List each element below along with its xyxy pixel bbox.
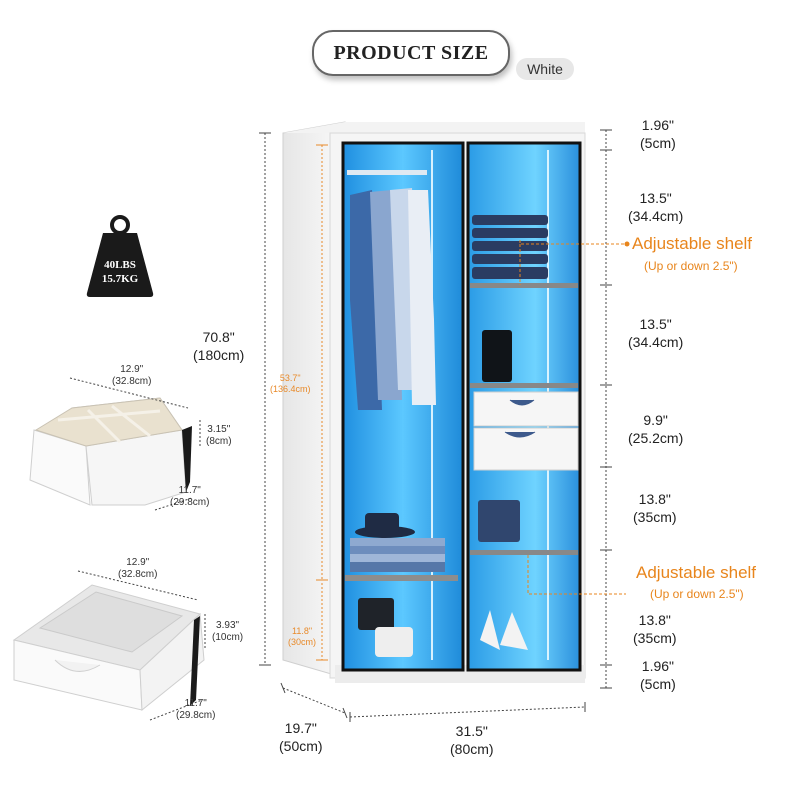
drawer-top-depth-label: 11.7" (29.8cm) [170,485,210,508]
page-title: PRODUCT SIZE [333,41,489,64]
adjustable-shelf-top-label: Adjustable shelf [632,234,753,253]
section-5-label: 13.8" (35cm) [633,491,677,525]
adjustable-shelf-bottom-note: (Up or down 2.5") [650,587,744,601]
total-height-label: 70.8" (180cm) [193,329,245,363]
section-4-label: 9.9" (25.2cm) [628,412,684,446]
drawer-top-illustration [29,397,192,506]
drawer-bottom-depth-label: 11.7" (29.8cm) [176,698,216,721]
section-3-label: 13.5" (34.4cm) [628,316,684,350]
drawer-bottom-width-label: 12.9" (32.8cm) [118,557,158,580]
width-label: 31.5" (80cm) [450,723,494,757]
lower-compartment-height-label: 11.8" (30cm) [288,626,317,647]
drawer-top-width-label: 12.9" (32.8cm) [112,364,152,387]
weight-icon: 40LBS 15.7KG [75,215,165,300]
section-6-label: 13.8" (35cm) [633,612,677,646]
title-badge: PRODUCT SIZE [312,30,510,76]
adjustable-shelf-top-note: (Up or down 2.5") [644,259,738,273]
drawer-bottom-illustration [12,584,205,712]
adjustable-shelf-bottom-label: Adjustable shelf [636,563,757,582]
section-7-label: 1.96" (5cm) [640,658,676,692]
upper-compartment-height-label: 53.7" (136.4cm) [270,373,311,394]
color-option-badge[interactable]: White [516,58,574,80]
depth-label: 19.7" (50cm) [279,720,323,754]
drawer-bottom-height-label: 3.93" (10cm) [212,620,244,643]
weight-kg: 15.7KG [101,273,139,285]
section-1-label: 1.96" (5cm) [640,117,676,151]
weight-lbs: 40LBS [104,259,136,271]
section-2-label: 13.5" (34.4cm) [628,190,684,224]
drawer-top-height-label: 3.15" (8cm) [206,424,232,447]
